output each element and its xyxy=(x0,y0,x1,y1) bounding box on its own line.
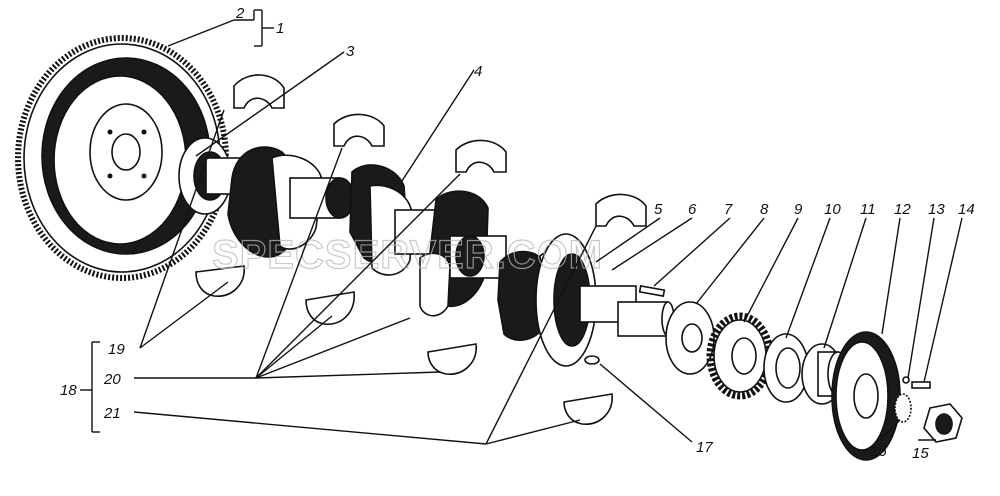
callout-11: 11 xyxy=(860,201,876,218)
bearing-shell-upper-group xyxy=(233,74,647,227)
callout-14: 14 xyxy=(958,201,975,218)
callout-6: 6 xyxy=(688,201,697,218)
callout-8: 8 xyxy=(760,201,769,218)
callout-13: 13 xyxy=(928,201,945,218)
callout-1: 1 xyxy=(276,20,284,37)
callout-9: 9 xyxy=(794,201,803,218)
thrust-washer xyxy=(665,301,715,375)
flywheel-assembly xyxy=(15,35,229,281)
callout-4: 4 xyxy=(474,63,482,80)
crankshaft-pulley xyxy=(831,331,901,461)
callout-7: 7 xyxy=(724,201,733,218)
callout-21: 21 xyxy=(103,405,121,422)
callout-19: 19 xyxy=(108,341,125,358)
callout-16: 16 xyxy=(870,443,887,460)
callout-5: 5 xyxy=(654,201,663,218)
callout-10: 10 xyxy=(824,201,841,218)
crankshaft-gear xyxy=(706,312,774,400)
callout-20: 20 xyxy=(103,371,121,388)
key-and-pins xyxy=(584,285,666,365)
leader-lines xyxy=(80,9,963,445)
callout-15: 15 xyxy=(912,445,929,462)
callout-17: 17 xyxy=(696,439,713,456)
callout-18: 18 xyxy=(60,382,77,399)
callout-12: 12 xyxy=(894,201,911,218)
crankshaft xyxy=(227,146,675,367)
crankshaft-rear-flange xyxy=(178,137,247,215)
callout-3: 3 xyxy=(346,43,355,60)
watermark-text: SPECSERVER.COM xyxy=(212,233,603,277)
callout-2: 2 xyxy=(235,5,245,22)
oil-deflector xyxy=(763,333,809,403)
callout-labels: 1 2 3 4 5 6 7 8 9 10 11 12 13 14 15 16 1… xyxy=(60,5,975,462)
bearing-shell-lower-group xyxy=(195,265,613,425)
fasteners xyxy=(894,376,963,443)
